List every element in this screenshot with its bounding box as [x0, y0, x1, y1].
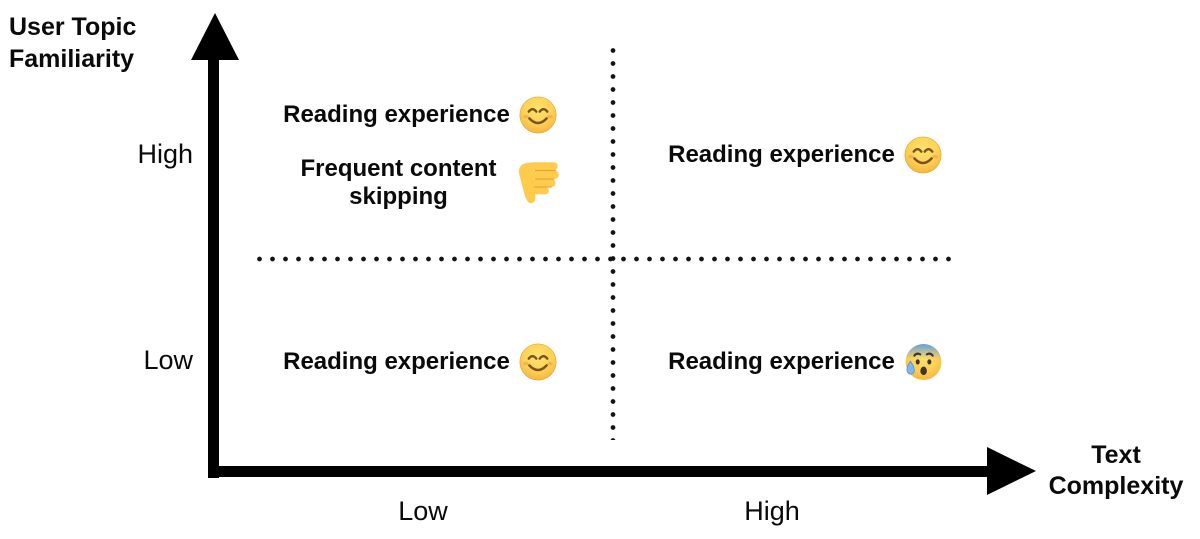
quadrant-label: Reading experience: [668, 141, 895, 168]
y-axis-line: [208, 52, 219, 478]
vertical-divider-dotted-line: [610, 44, 616, 440]
x-tick-low: Low: [398, 496, 448, 526]
quadrant-label: Reading experience: [283, 348, 510, 375]
quadrant-bottom-left-reading: Reading experience: [270, 341, 570, 383]
horizontal-divider-dotted-line: [253, 256, 951, 262]
smiling-face-emoji: [904, 136, 942, 174]
y-tick-high: High: [137, 139, 193, 169]
thumbs-down-emoji: [518, 162, 559, 204]
y-tick-low: Low: [143, 345, 193, 375]
quadrant-label: Frequent content skipping: [300, 154, 497, 210]
quadrant-top-left-reading: Reading experience: [270, 94, 570, 136]
x-axis-title: Text Complexity: [1048, 441, 1184, 500]
quadrant-top-left-note: Frequent content skipping: [275, 150, 575, 216]
smiling-face-emoji: [519, 343, 557, 381]
y-axis-title: User Topic Familiarity: [9, 13, 137, 73]
smiling-face-emoji: [519, 96, 557, 134]
quadrant-label: Reading experience: [668, 348, 895, 375]
anxious-face-with-sweat-emoji: [905, 344, 942, 380]
quadrant-label: Reading experience: [283, 101, 510, 128]
quadrant-bottom-right-reading: Reading experience: [650, 341, 960, 383]
quadrant-top-right-reading: Reading experience: [650, 134, 960, 176]
x-axis-arrowhead-icon: [987, 447, 1036, 495]
x-axis-line: [208, 466, 990, 477]
x-tick-high: High: [744, 496, 800, 526]
